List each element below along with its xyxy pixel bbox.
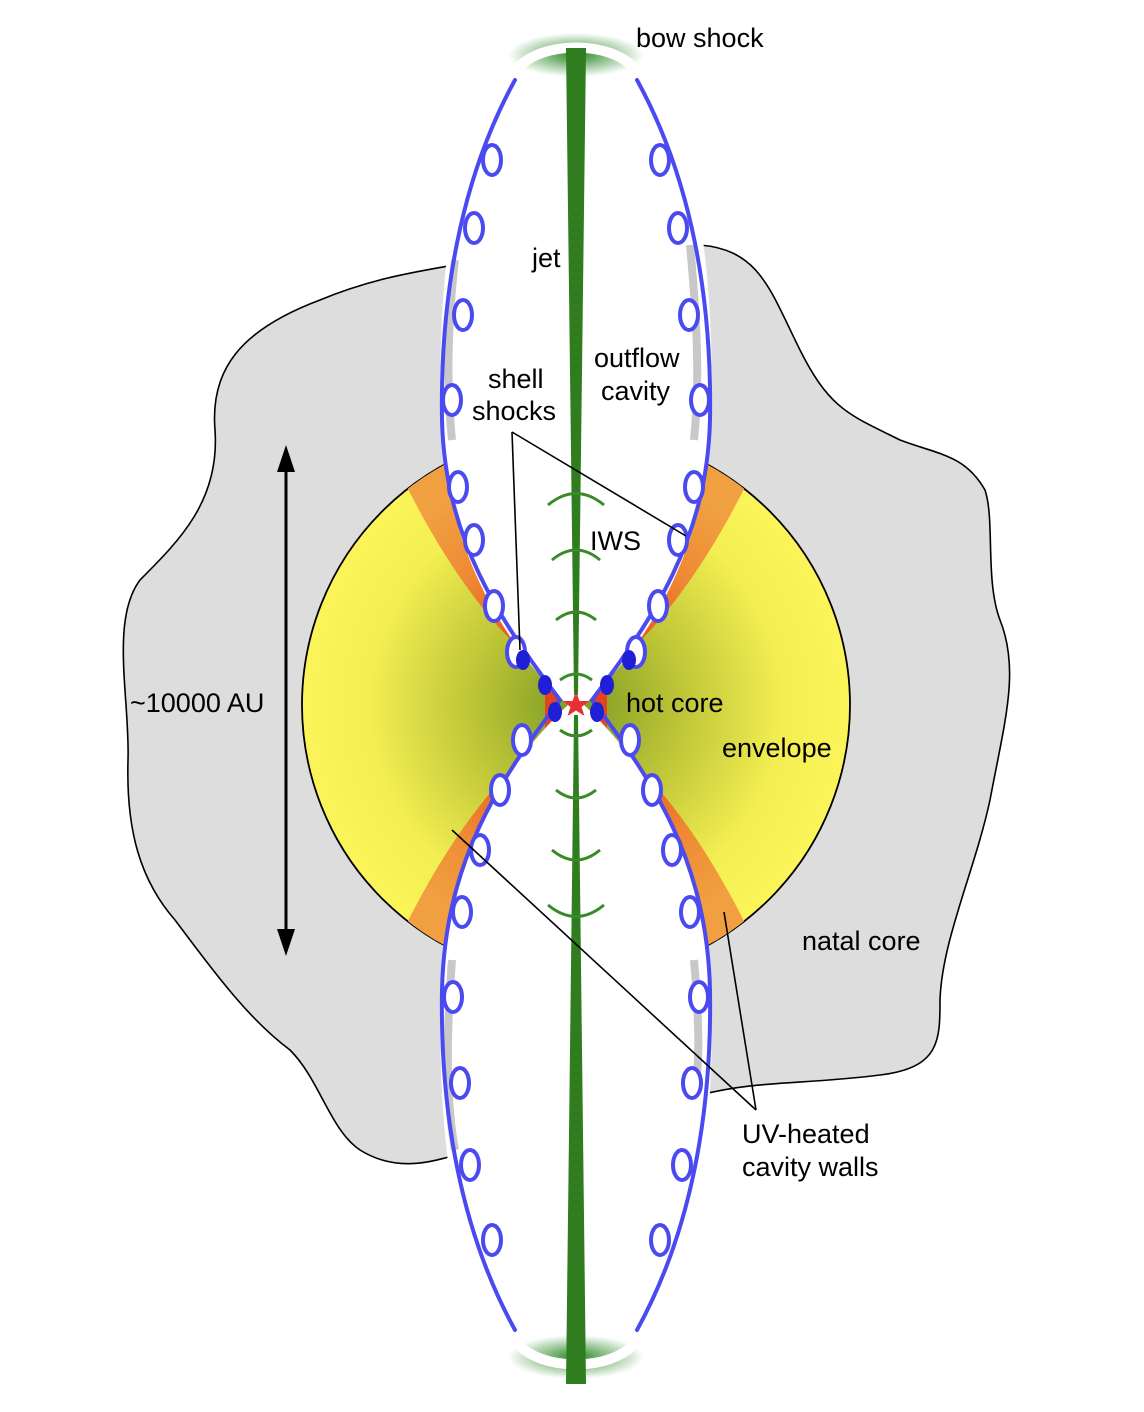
shell-shock-loop	[667, 523, 689, 557]
label-natal-core: natal core	[802, 926, 921, 956]
protostar-star-icon	[563, 692, 589, 716]
shell-shock-loop	[667, 211, 689, 245]
shell-shock-loop	[649, 1223, 671, 1257]
shell-shock-loop	[679, 895, 701, 929]
label-shell: shell	[488, 364, 544, 394]
label-jet: jet	[531, 243, 561, 273]
shell-shock-loop	[451, 895, 473, 929]
shell-shock-loop	[647, 589, 669, 623]
shell-shock-loop	[683, 470, 705, 504]
shell-shock-loop	[463, 211, 485, 245]
pointer-lines	[451, 431, 757, 1111]
label-cavity: cavity	[601, 376, 671, 406]
shell-shock-line-right	[589, 78, 713, 1332]
shell-shock-loop	[447, 470, 469, 504]
shell-shock-loop	[681, 1066, 703, 1100]
shell-shock-loop	[689, 383, 711, 417]
shell-shock-loop	[678, 298, 700, 332]
shell-shock-loop	[481, 143, 503, 177]
shell-shock-loop	[619, 723, 641, 757]
label-scale: ~10000 AU	[130, 688, 264, 718]
shell-shock-loop	[661, 833, 683, 867]
label-iws: IWS	[590, 526, 641, 556]
shell-shock-loop	[449, 1066, 471, 1100]
shell-shock-loop	[511, 723, 533, 757]
jet	[566, 48, 586, 1384]
label-uv-heated: UV-heated	[742, 1119, 870, 1149]
label-bow-shock: bow shock	[636, 23, 764, 53]
cavity-wall-right-upper	[686, 244, 702, 441]
shell-shocks	[439, 78, 713, 1332]
shell-shock-loop	[459, 1148, 481, 1182]
shell-shock-loop	[481, 1223, 503, 1257]
label-shocks: shocks	[472, 396, 556, 426]
internal-working-surfaces	[547, 492, 605, 918]
shell-shock-loop	[688, 980, 710, 1014]
shell-shock-loop	[452, 298, 474, 332]
shell-shock-loop	[483, 589, 505, 623]
shell-shock-loop	[671, 1148, 693, 1182]
shell-shock-loop	[649, 143, 671, 177]
shell-shock-loop	[441, 383, 463, 417]
shell-shock-line-left	[439, 78, 563, 1332]
shell-shock-loop	[489, 773, 511, 807]
label-envelope: envelope	[722, 733, 832, 763]
shell-shock-loop	[641, 773, 663, 807]
cavity-wall-left-upper	[444, 259, 459, 441]
label-outflow: outflow	[594, 343, 680, 373]
label-hot-core: hot core	[626, 688, 724, 718]
label-cavity-walls: cavity walls	[742, 1152, 879, 1182]
shell-shock-loop	[442, 980, 464, 1014]
shell-shock-loop	[463, 523, 485, 557]
double-arrow-icon	[277, 445, 295, 956]
shell-shock-loop	[469, 833, 491, 867]
inner-knots	[516, 650, 636, 722]
